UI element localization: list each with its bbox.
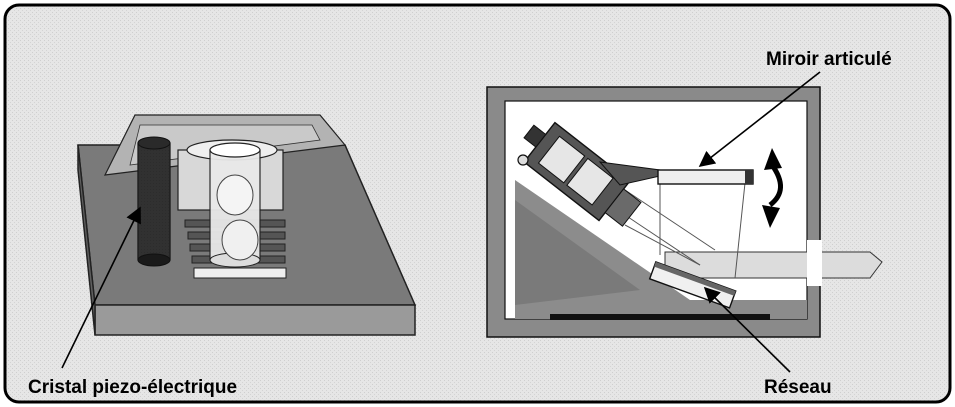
adjust-knob	[518, 155, 528, 165]
base-slab-front	[95, 305, 415, 335]
articulated-mirror	[658, 170, 753, 184]
piezo-crystal	[138, 137, 170, 266]
grating-label: Réseau	[764, 378, 832, 397]
glass-cylinder	[210, 143, 260, 267]
crystal-label: Cristal piezo-électrique	[28, 378, 237, 397]
output-tube	[665, 252, 882, 278]
mirror-end	[745, 170, 753, 184]
side-slot	[807, 240, 822, 286]
mirror-label: Miroir articulé	[766, 50, 892, 69]
